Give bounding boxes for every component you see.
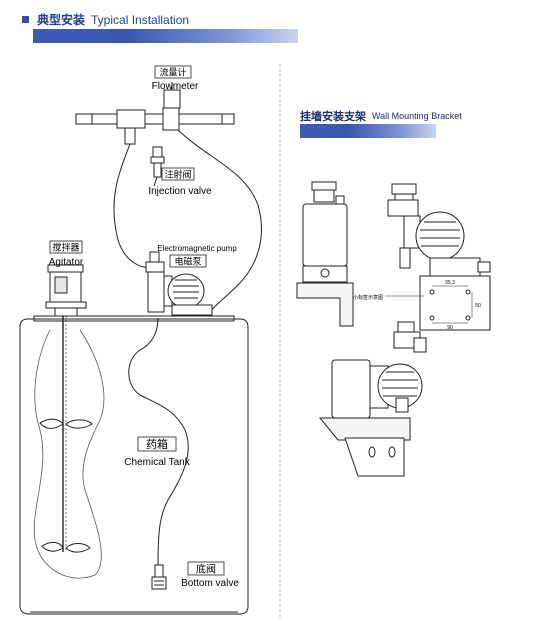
tank-tube-loop <box>33 329 105 579</box>
pipe-with-flowmeter <box>75 82 235 145</box>
chemical-tank <box>19 318 249 615</box>
return-tube <box>177 129 262 313</box>
bottom-valve-label-zh: 底阀 <box>196 563 216 576</box>
bracket-dim-top: 35.3 <box>445 280 455 286</box>
injection-valve-icon <box>150 146 165 187</box>
header-bullet-icon <box>22 16 29 23</box>
injection-valve-label-zh: 注射阀 <box>164 169 191 181</box>
agitator-blade-lower <box>41 541 91 553</box>
bottom-valve-label-en: Bottom valve <box>181 578 239 589</box>
wall-section-title-en: Wall Mounting Bracket <box>372 111 462 121</box>
section-header-bar <box>33 29 298 43</box>
agitator-label-en: Agitator <box>49 257 84 268</box>
section-header-wall-mounting: 挂墙安装支架 Wall Mounting Bracket <box>300 108 462 124</box>
bracket-pump-side <box>385 183 491 331</box>
electromagnetic-pump <box>145 251 213 316</box>
section-title-en: Typical Installation <box>91 12 190 27</box>
discharge-tube <box>113 143 153 269</box>
bracket-pump-front <box>296 181 354 327</box>
section-header-typical-installation: 典型安装 Typical Installation <box>22 11 189 28</box>
suction-tube <box>128 317 189 566</box>
injection-valve-label-en: Injection valve <box>148 186 212 197</box>
section-title-zh: 典型安装 <box>37 13 86 27</box>
chemical-tank-label-zh: 药箱 <box>146 437 168 451</box>
bracket-dim-side: 50 <box>475 303 481 309</box>
bottom-valve-icon <box>151 564 167 590</box>
bracket-pump-assembled <box>318 321 427 477</box>
flowmeter-label-zh: 流量计 <box>159 67 186 79</box>
flowmeter-label-en: Flowmeter <box>152 81 199 92</box>
pump-label-zh: 电磁泵 <box>174 256 201 268</box>
wall-section-header-bar <box>300 124 436 138</box>
agitator-motor <box>45 264 87 317</box>
agitator-blade-upper <box>39 418 93 429</box>
bracket-note-text: 小标签示意图 <box>353 294 383 301</box>
agitator-label-zh: 搅拌器 <box>52 242 79 254</box>
bracket-dim-bottom: 90 <box>447 325 453 331</box>
pump-label-en: Electromagnetic pump <box>157 244 237 253</box>
chemical-tank-label-en: Chemical Tank <box>124 457 190 468</box>
wall-section-title-zh: 挂墙安装支架 <box>300 110 366 123</box>
